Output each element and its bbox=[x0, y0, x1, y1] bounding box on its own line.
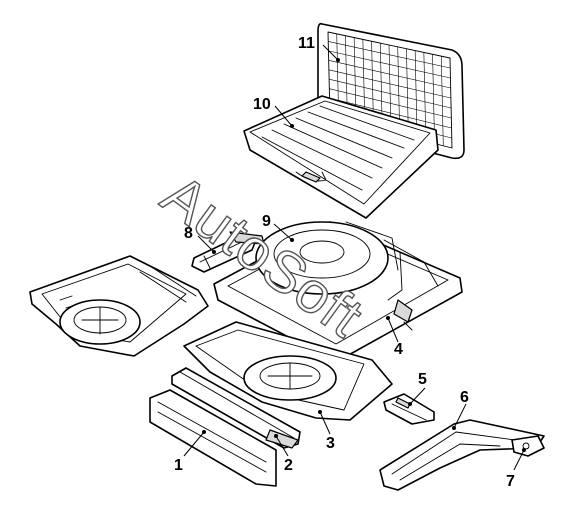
net-strand bbox=[328, 60, 451, 89]
left-floor-panel bbox=[29, 255, 209, 357]
net-strand bbox=[328, 69, 451, 99]
part-6-side-rail bbox=[379, 419, 545, 491]
callout-labels: 11 10 9 8 4 5 6 7 3 2 1 bbox=[174, 35, 515, 490]
part-8-bracket bbox=[191, 231, 265, 273]
callout-3: 3 bbox=[326, 435, 335, 452]
net-strand bbox=[440, 56, 444, 146]
callout-5: 5 bbox=[418, 371, 427, 388]
callout-8: 8 bbox=[184, 225, 193, 242]
callout-4: 4 bbox=[394, 341, 403, 358]
callout-11: 11 bbox=[298, 35, 315, 52]
net-strand bbox=[328, 41, 451, 69]
part-2-cross-member bbox=[171, 367, 301, 449]
callout-7: 7 bbox=[506, 473, 515, 490]
leader-lines bbox=[183, 44, 526, 471]
part-9-spare-wheel-floor bbox=[213, 221, 463, 363]
part-1-rear-panel bbox=[149, 389, 277, 487]
part-7-small-bracket bbox=[511, 435, 545, 457]
callout-9: 9 bbox=[262, 213, 271, 230]
part-5-plate bbox=[383, 393, 435, 425]
callout-1: 1 bbox=[174, 457, 183, 474]
callout-2: 2 bbox=[284, 457, 293, 474]
callout-6: 6 bbox=[460, 389, 469, 406]
callout-10: 10 bbox=[253, 96, 271, 113]
net-strand bbox=[328, 50, 451, 79]
net-strand bbox=[329, 88, 452, 119]
net-strand bbox=[329, 97, 452, 129]
part-3-rear-floor-pan bbox=[183, 321, 393, 421]
net-strand bbox=[329, 78, 452, 109]
